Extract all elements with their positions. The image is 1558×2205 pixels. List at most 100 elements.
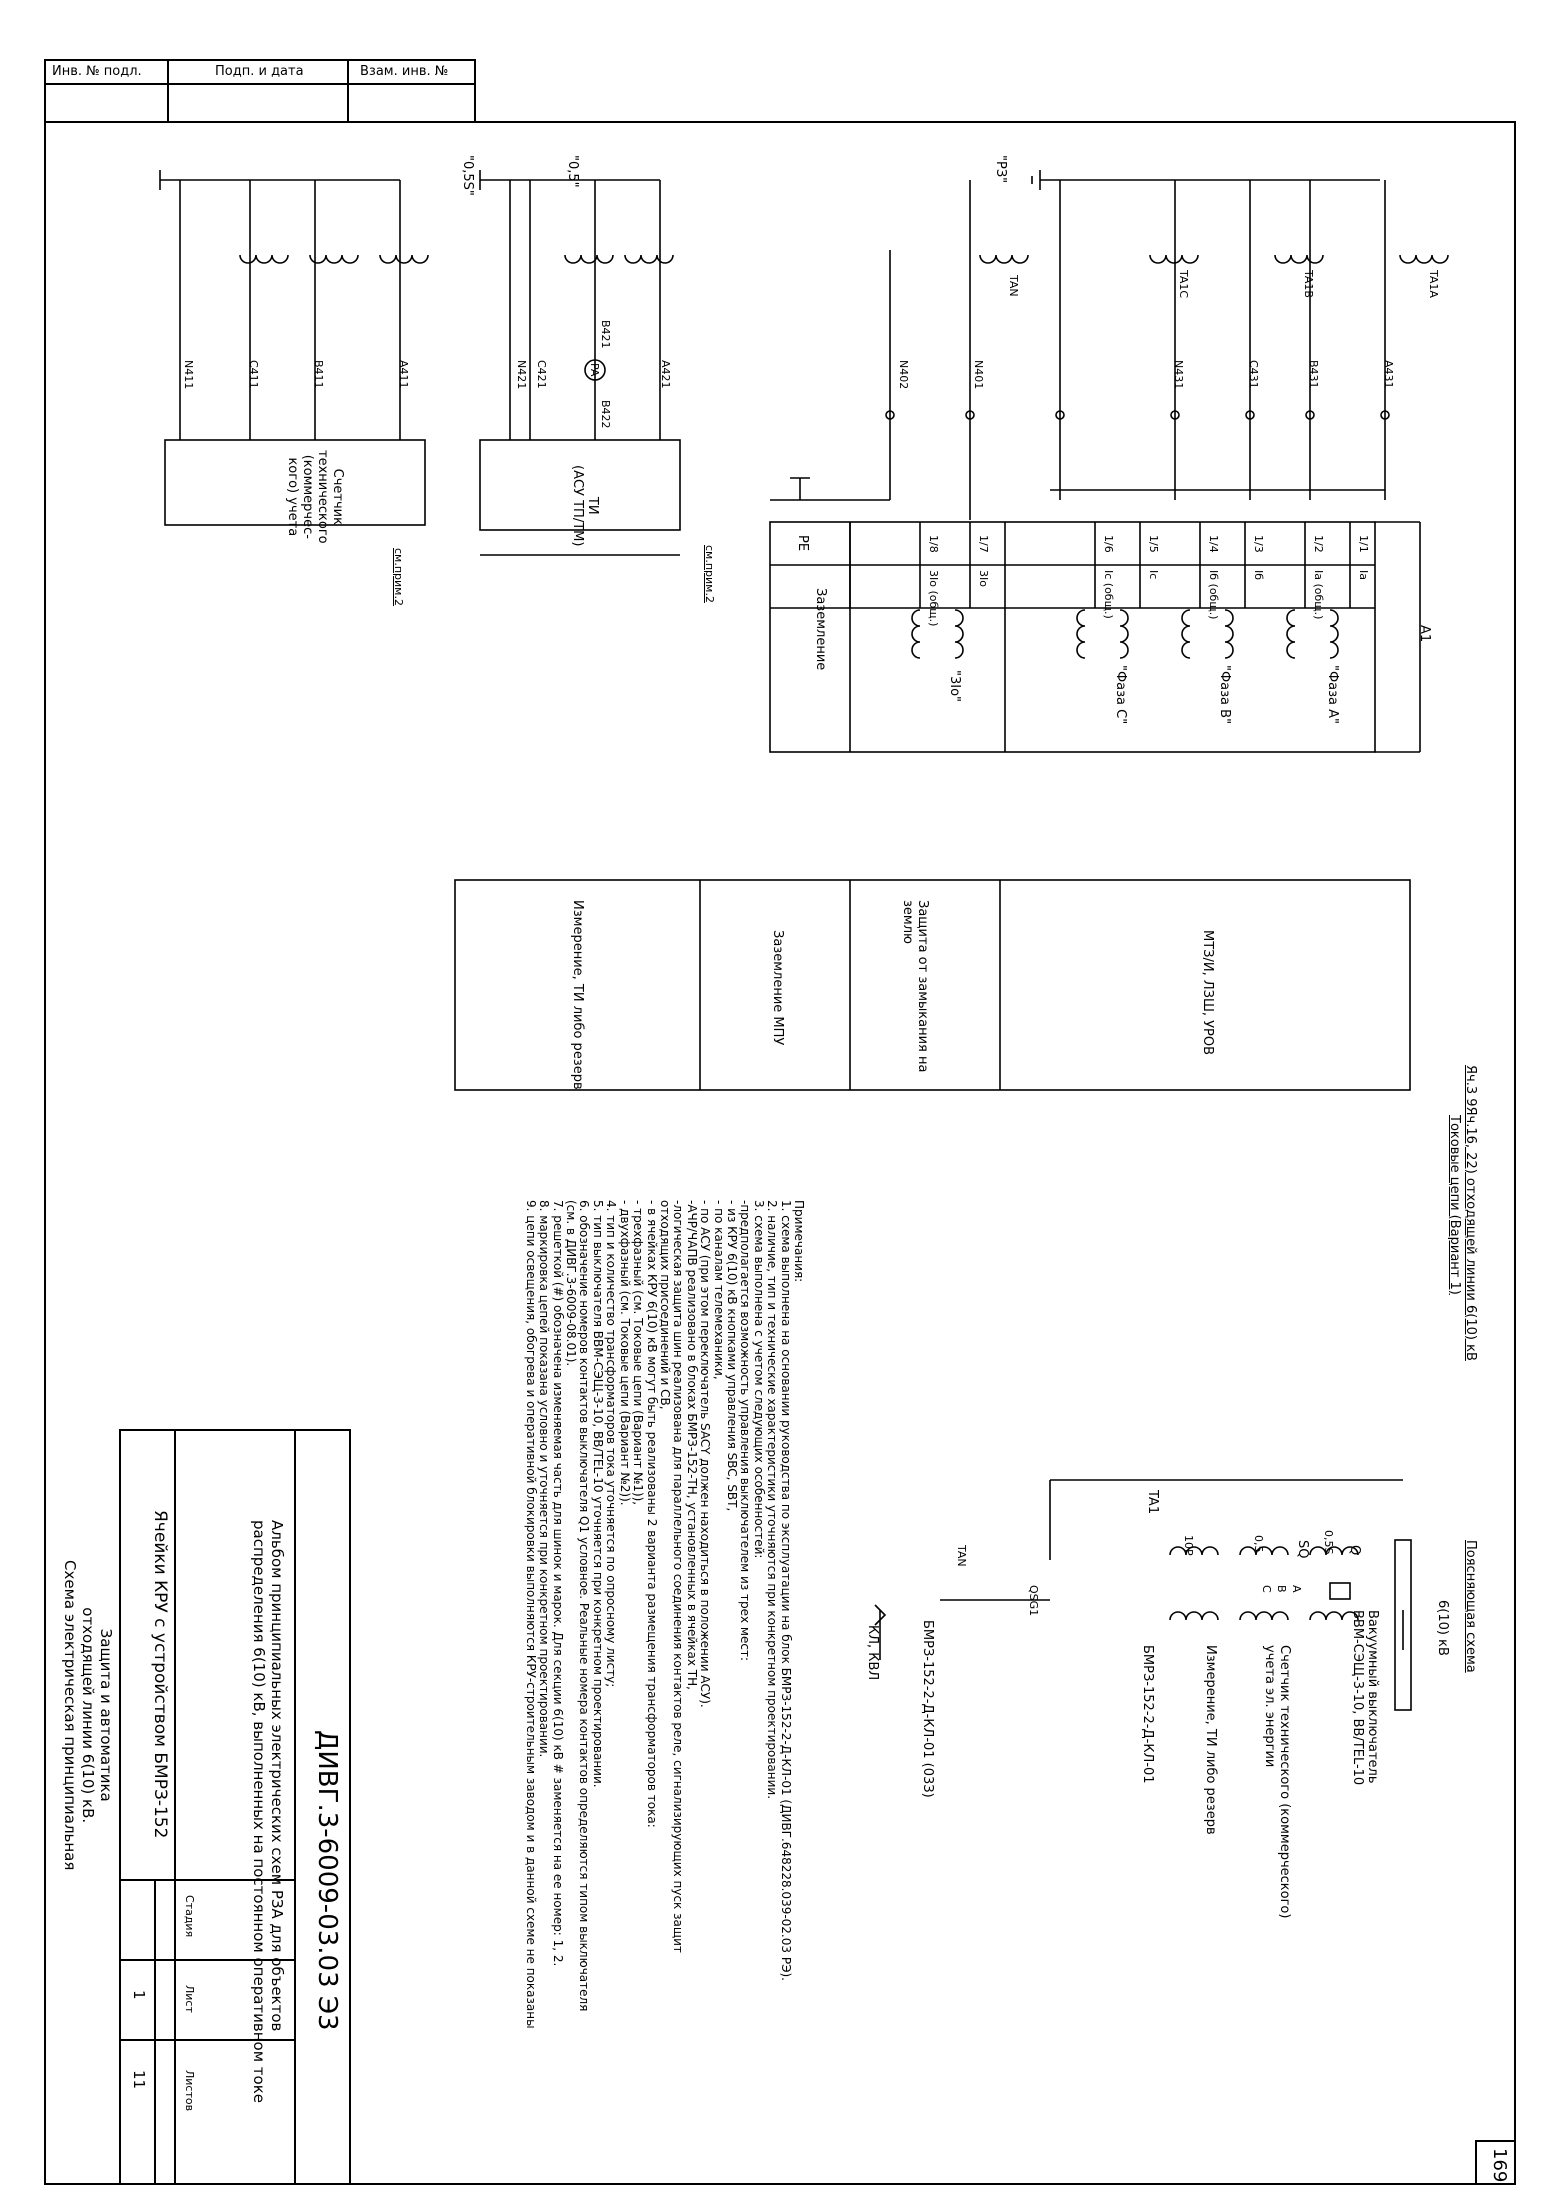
wire-label: B431 [1307,360,1320,389]
ta-label: TAN [1007,275,1020,297]
vzam-inv-label: Взам. инв. № [360,64,449,79]
grounding-label: Заземление [813,588,828,671]
a1-coils [911,609,1339,659]
terminal-name: Iб [1252,570,1265,581]
ti-block-label: ТИ (АСУ ТП/ТМ) [570,465,600,547]
stage-label: Стадия [183,1895,196,1938]
terminal-name: 3Io (общ.) [927,570,940,627]
note-line: отходящих присоединений и СВ, [657,1200,672,1410]
wire-label: N401 [972,360,985,390]
page-number: 169 [1489,2148,1510,2183]
terminal-pin: 1/4 [1207,535,1220,553]
explain-ta1: TA1 [1145,1490,1160,1515]
sheet-title-line2: Токовые цепи (Вариант 1) [1447,1115,1462,1295]
note-line: - по АСУ (при этом переключатель SACY до… [698,1200,713,1708]
meter-block-label: Счетчик технического (коммерчес- кого) у… [285,450,345,544]
terminal-name: Ic [1147,570,1160,580]
circuits-05s [159,170,429,526]
terminal-name: Ic (общ.) [1102,570,1115,619]
sheet-frame [44,121,1516,2185]
explain-line: КЛ, КВЛ [865,1625,880,1681]
explain-tan: TAN [955,1545,968,1567]
wire-label: B421 [599,320,612,349]
explain-breaker: Вакуумный выключатель ВВМ-СЭЩ-3-10, BB/T… [1350,1610,1380,1786]
note-line: -логическая защита шин реализована для п… [671,1200,686,1953]
note-line: 9. цепи освещения, обогрева и оперативно… [523,1200,538,2029]
a1-label: A1 [1417,625,1432,643]
tag-rz: "РЗ" [993,155,1008,184]
core-purpose: БМРЗ-152-2-Д-КЛ-01 [1140,1645,1155,1784]
ta-label: TA1A [1427,270,1440,298]
phase-label: B [1275,1585,1288,1593]
terminal-name: Iб (общ.) [1207,570,1220,620]
phase-b-label: "Фаза В" [1217,665,1232,725]
wire-label: N402 [897,360,910,390]
phase-label: A [1290,1585,1303,1593]
note-line: 5. тип выключателя ВВМ-СЭЩ-3-10, BB/TEL-… [590,1200,605,1788]
terminal-pin: 1/7 [977,535,990,553]
wire-label: C411 [247,360,260,389]
note-line: -предполагается возможность управления в… [738,1200,753,1661]
phase-3io-label: "3Io" [947,670,962,703]
note-line: - двухфазный (см. Токовые цепи (Вариант … [617,1200,632,1506]
pa-label: PA [588,363,601,377]
sheet-label: Лист [183,1985,196,2013]
wire-label: C421 [535,360,548,389]
note-line: (см. в ДИВГ.3-6009-08.01). [564,1200,579,1367]
terminal-rows [849,522,1351,608]
note-line: 3. схема выполнена с учетом следующих ос… [751,1200,766,1559]
terminal-name: Ia [1357,570,1370,580]
wire-label: A411 [397,360,410,389]
note-line: -АЧР/ЧАПВ реализовано в блоках БМРЗ-152-… [684,1200,699,1690]
wire-label: A431 [1382,360,1395,389]
explain-tan-relay: БМРЗ-152-2-Д-КЛ-01 (03З) [920,1620,935,1798]
core-label: 0,5 [1252,1535,1265,1553]
explain-q: Q [1347,1545,1362,1556]
purpose-row: Заземление МПУ [770,930,785,1046]
notes-block: Примечания: 1. схема выполнена на основа… [523,1200,806,2029]
wire-label: C431 [1247,360,1260,389]
note-line: 1. схема выполнена на основании руководс… [778,1200,793,1981]
note-line: - из КРУ 6(10) кВ кнопками управления SB… [724,1200,739,1512]
note-line: 6. обозначение номеров контактов выключа… [577,1200,592,2012]
explain-title: Поясняющая схема [1463,1540,1478,1673]
terminal-pin: 1/2 [1312,535,1325,553]
core-label: 0,5S [1322,1530,1335,1555]
explain-qsg: QSG1 [1027,1585,1040,1617]
ta-label: TA1C [1177,270,1190,299]
sheets-count: 11 [130,2070,148,2090]
terminal-pin: 1/8 [927,535,940,553]
tag-05s: "0,5S" [460,155,475,196]
meter-block [164,439,426,526]
sheet-number: 1 [130,1990,148,2000]
wire-label: B422 [599,400,612,429]
podp-data-label: Подп. и дата [215,64,304,79]
sheets-label: Листов [183,2070,196,2112]
inventory-stamp [44,59,476,123]
terminal-pin: 1/6 [1102,535,1115,553]
terminal-pin: 1/1 [1357,535,1370,553]
inv-podl-label: Инв. № подл. [52,64,142,79]
core-label: 10Р [1182,1535,1195,1556]
circuits-05 [479,170,681,556]
purpose-row: Измерение, ТИ либо резерв [570,900,585,1090]
note-line: 2. наличие, тип и технические характерис… [765,1200,780,1800]
note-line: - в ячейках КРУ 6(10) кВ могут быть реал… [644,1200,659,1828]
note-line: - трехфазный (см. Токовые цепи (Вариант … [631,1200,646,1506]
wire-label: N421 [515,360,528,390]
notes-heading: Примечания: [792,1200,806,1283]
ti-block [479,439,681,531]
core-purpose: Счетчик технического (коммерческого) уче… [1262,1645,1292,1919]
page-number-box [1475,2140,1516,2185]
terminal-pin: 1/5 [1147,535,1160,553]
title-block [44,1200,351,2185]
note-line: - по каналам телемеханики, [711,1200,726,1380]
cell-title: Ячейки КРУ с устройством БМРЗ-152 [150,1510,170,1839]
phase-a-label: "Фаза А" [1325,665,1340,725]
doc-code: ДИВГ.3-6009-03.03 Э3 [312,1730,342,2031]
terminal-name: Ia (общ.) [1312,570,1325,620]
rz-winding-circuits [770,170,1449,520]
wire-label: N431 [1172,360,1185,390]
sheet-title-line1: Яч.3 9Яч.16, 22) отходящей линии 6(10) к… [1463,1065,1478,1361]
